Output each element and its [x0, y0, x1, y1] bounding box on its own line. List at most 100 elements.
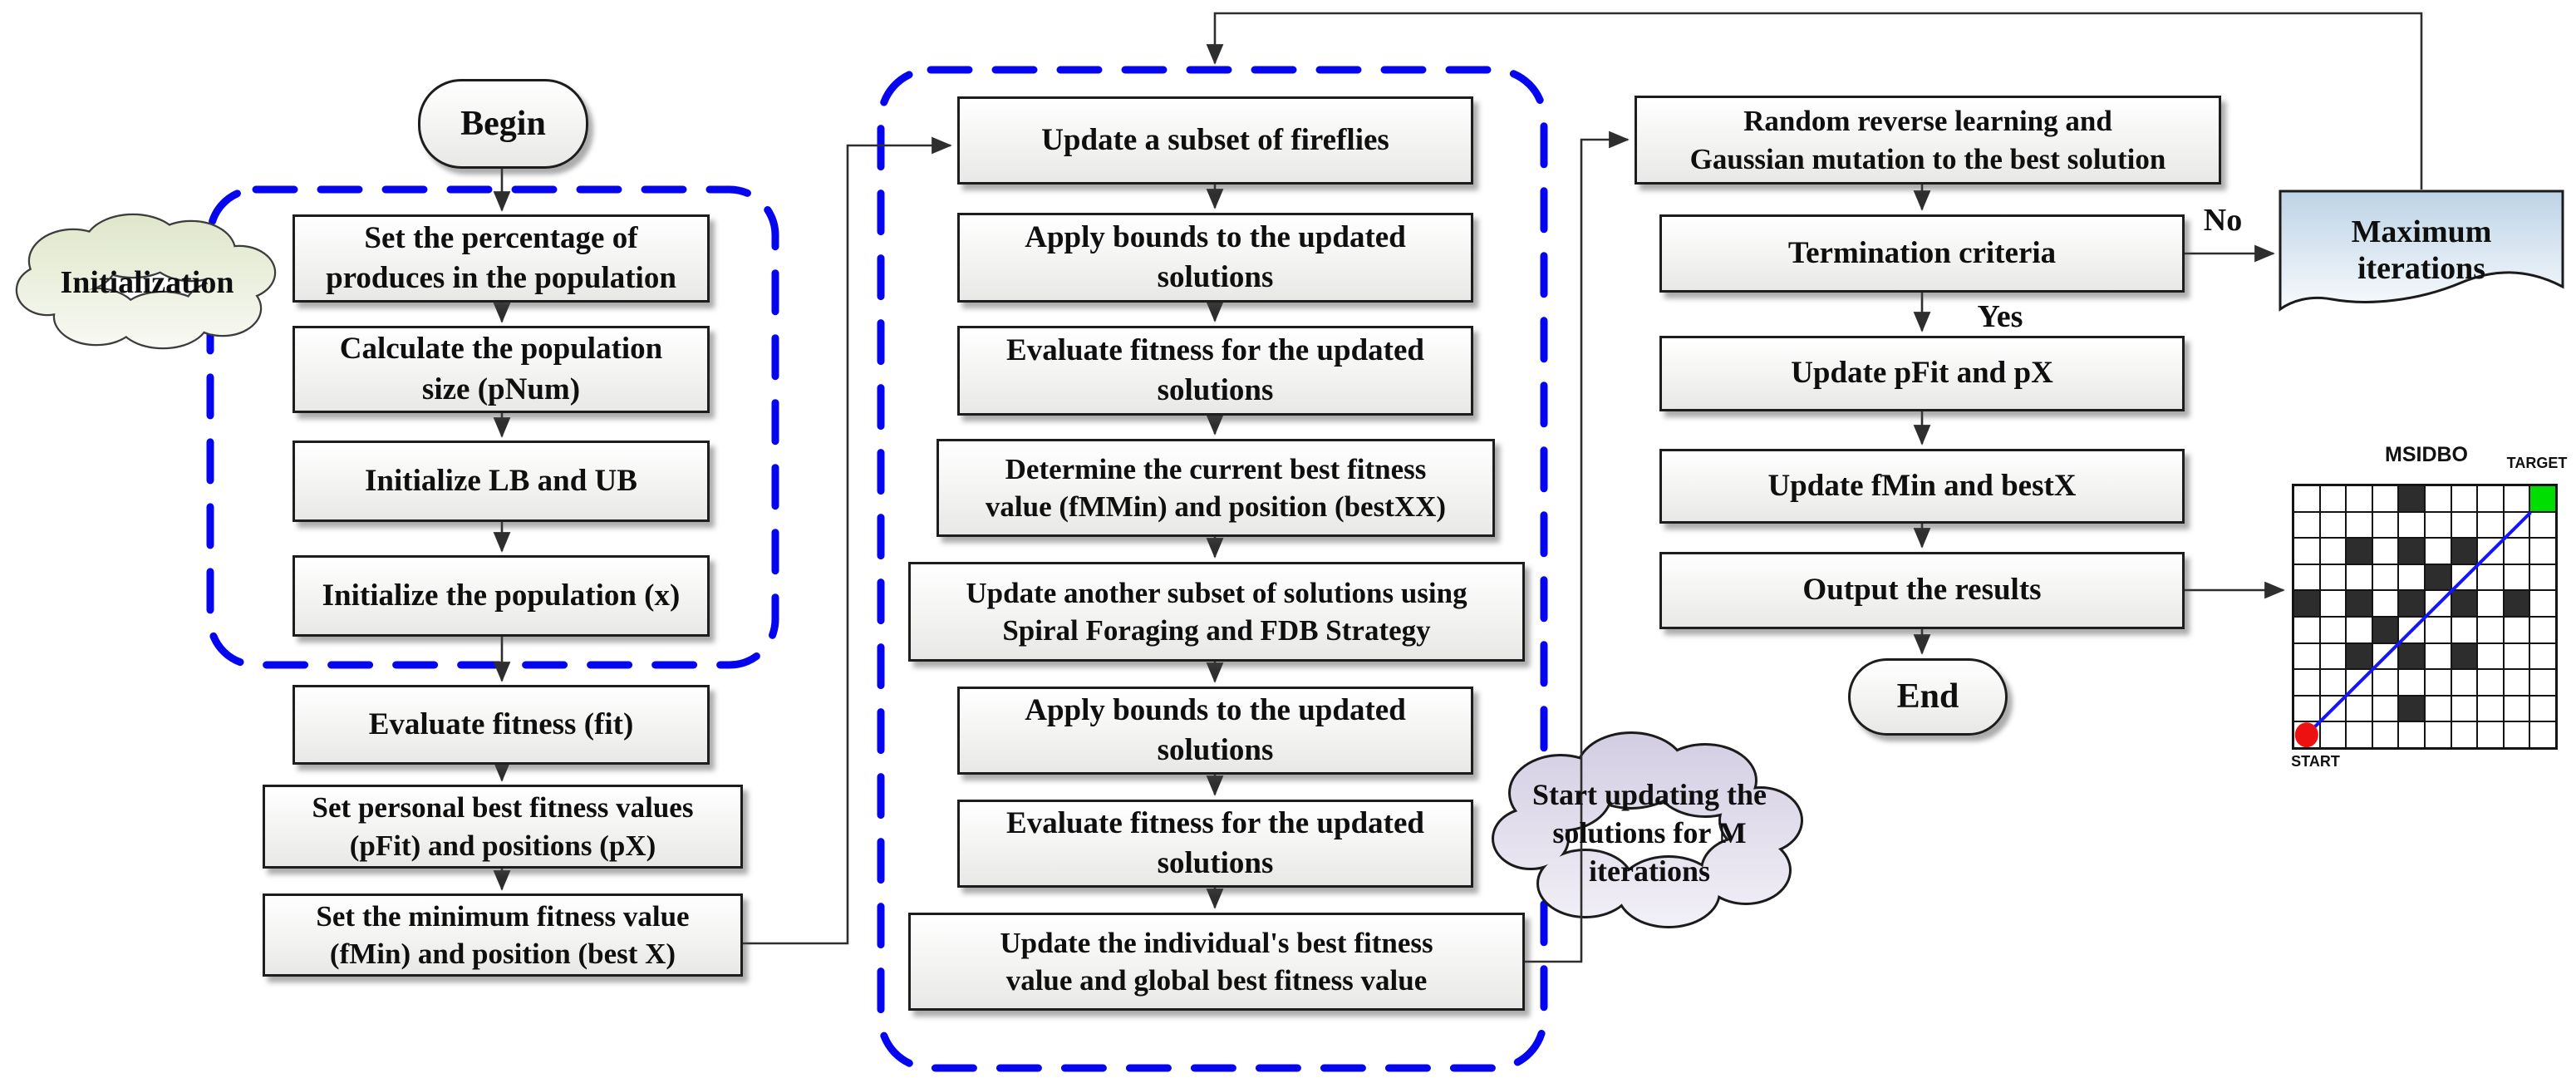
grid-cell — [2504, 643, 2529, 669]
document-label: Maximum iterations — [2351, 214, 2492, 286]
document-shape — [2279, 190, 2564, 312]
cloud-initialization-label: Initialization — [60, 265, 234, 300]
obstacle-cell — [2426, 564, 2451, 590]
grid-cell — [2504, 564, 2529, 590]
grid-cell — [2320, 696, 2346, 721]
grid-cell — [2294, 670, 2319, 695]
grid-cell — [2530, 618, 2555, 642]
step-update-spiral-fdb: Update another subset of solutions using… — [908, 562, 1525, 662]
grid-cell — [2530, 643, 2555, 669]
grid-cell — [2347, 486, 2372, 511]
grid-cell — [2478, 591, 2503, 616]
grid-cell — [2530, 512, 2555, 538]
obstacle-cell — [2347, 591, 2372, 616]
obstacle-cell — [2347, 643, 2372, 669]
step-apply-bounds-1: Apply bounds to the updated solutions — [957, 213, 1473, 303]
grid-cell — [2504, 486, 2529, 511]
flow-arrows — [493, 169, 2285, 909]
grid-cell — [2294, 486, 2319, 511]
grid-cell — [2530, 539, 2555, 564]
grid-cell — [2294, 539, 2319, 564]
step-update-individual-best: Update the individual's best fitness val… — [908, 913, 1525, 1011]
grid-cell — [2294, 722, 2319, 747]
initialization-region-border — [206, 185, 779, 669]
step-init-bounds: Initialize LB and UB — [293, 441, 710, 522]
grid-cell — [2530, 722, 2555, 747]
grid-cell — [2320, 618, 2346, 642]
map-target-label: TARGET — [2506, 455, 2568, 471]
obstacle-cell — [2504, 591, 2529, 616]
edge-label-no: No — [2203, 202, 2243, 238]
grid-cell — [2451, 670, 2477, 695]
grid-cell — [2399, 512, 2424, 538]
grid-cell — [2426, 486, 2451, 511]
obstacle-cell — [2372, 618, 2398, 642]
obstacle-cell — [2399, 591, 2424, 616]
grid-cell — [2451, 486, 2477, 511]
grid-cell — [2320, 722, 2346, 747]
step-evaluate-updated-1: Evaluate fitness for the updated solutio… — [957, 326, 1473, 416]
grid-cell — [2426, 643, 2451, 669]
obstacle-cell — [2399, 539, 2424, 564]
grid-cell — [2320, 591, 2346, 616]
step-random-reverse-learning: Random reverse learning and Gaussian mut… — [1635, 96, 2221, 185]
connector-lines — [743, 12, 2423, 963]
grid-cell — [2451, 722, 2477, 747]
obstacle-cell — [2399, 696, 2424, 721]
grid-cell — [2478, 722, 2503, 747]
step-evaluate-fitness: Evaluate fitness (fit) — [293, 685, 710, 765]
step-set-minimum-fitness: Set the minimum fitness value (fMin) and… — [263, 893, 743, 977]
grid-cell — [2426, 722, 2451, 747]
step-init-population: Initialize the population (x) — [293, 555, 710, 637]
obstacle-cell — [2451, 591, 2477, 616]
map-algorithm-label: MSIDBO — [2385, 443, 2468, 466]
grid-cell — [2320, 564, 2346, 590]
grid-cell — [2426, 618, 2451, 642]
grid-cell — [2294, 696, 2319, 721]
cloud-loop-label: Start updating the solutions for M itera… — [1531, 778, 1767, 888]
obstacle-cell — [2347, 539, 2372, 564]
step-apply-bounds-2: Apply bounds to the updated solutions — [957, 687, 1473, 775]
grid-cell — [2530, 696, 2555, 721]
step-termination-criteria: Termination criteria — [1659, 214, 2185, 293]
grid-cell — [2347, 722, 2372, 747]
step-set-percentage: Set the percentage of produces in the po… — [293, 214, 710, 303]
grid-cell — [2426, 591, 2451, 616]
grid-cell — [2347, 564, 2372, 590]
begin-node: Begin — [418, 79, 588, 169]
grid-cell — [2320, 670, 2346, 695]
grid-cell — [2426, 539, 2451, 564]
map-start-label: START — [2291, 753, 2340, 770]
grid-cell — [2478, 539, 2503, 564]
grid-cell — [2478, 670, 2503, 695]
grid-cell — [2504, 696, 2529, 721]
grid-cell — [2399, 670, 2424, 695]
step-output-results: Output the results — [1659, 552, 2185, 629]
step-evaluate-updated-2: Evaluate fitness for the updated solutio… — [957, 800, 1473, 888]
grid-cell — [2504, 618, 2529, 642]
grid-map — [2292, 484, 2558, 750]
grid-cell — [2399, 618, 2424, 642]
obstacle-cell — [2399, 486, 2424, 511]
grid-cell — [2320, 486, 2346, 511]
grid-cell — [2478, 618, 2503, 642]
grid-cell — [2294, 643, 2319, 669]
grid-cell — [2504, 539, 2529, 564]
grid-cell — [2294, 512, 2319, 538]
grid-cell — [2504, 722, 2529, 747]
end-node: End — [1848, 658, 2008, 736]
obstacle-cell — [2451, 539, 2477, 564]
grid-cell — [2426, 512, 2451, 538]
grid-cell — [2347, 512, 2372, 538]
grid-cell — [2372, 486, 2398, 511]
grid-cell — [2478, 564, 2503, 590]
grid-cell — [2294, 564, 2319, 590]
grid-cell — [2451, 696, 2477, 721]
grid-cell — [2399, 564, 2424, 590]
step-update-pfit-px: Update pFit and pX — [1659, 336, 2185, 411]
grid-cell — [2347, 696, 2372, 721]
grid-cell — [2372, 564, 2398, 590]
grid-cell — [2372, 696, 2398, 721]
grid-cell — [2426, 670, 2451, 695]
